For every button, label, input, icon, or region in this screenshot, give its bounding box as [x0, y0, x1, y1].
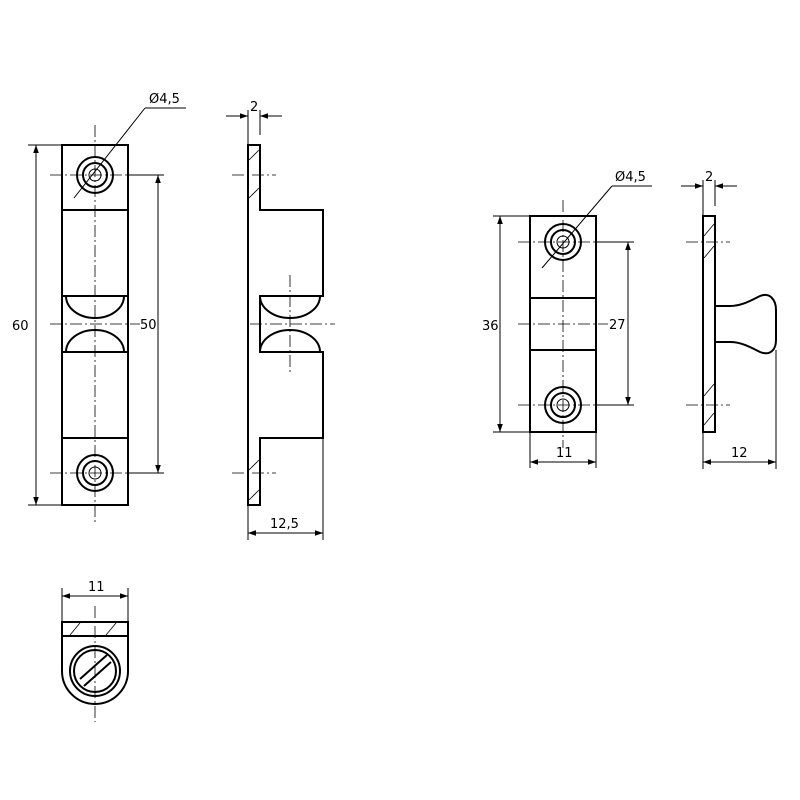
- small-length-label: 36: [482, 319, 499, 334]
- small-depth-dimension: 12: [702, 350, 777, 469]
- large-length-label: 60: [12, 319, 29, 334]
- large-hole-diameter-label: Ø4,5: [149, 92, 180, 107]
- large-hole-spacing-label: 50: [140, 318, 157, 333]
- large-plate-thickness-label: 2: [250, 100, 258, 115]
- small-plate-thickness-dimension: 2: [681, 170, 737, 216]
- large-hole-spacing-dimension: 50: [128, 174, 164, 474]
- small-length-dimension: 36: [482, 215, 530, 433]
- small-hole-spacing-dimension: 27: [596, 241, 634, 406]
- large-depth-label: 12,5: [270, 517, 299, 532]
- small-hole-diameter-callout: Ø4,5: [541, 170, 652, 269]
- large-width-label: 11: [88, 580, 105, 595]
- small-catch-side-view: [686, 215, 777, 433]
- small-hole-diameter-label: Ø4,5: [615, 170, 646, 185]
- large-hole-diameter-callout: Ø4,5: [73, 92, 186, 199]
- small-catch-front-view: [518, 200, 608, 448]
- large-plate-thickness-dimension: 2: [226, 100, 282, 145]
- small-hole-spacing-label: 27: [609, 318, 626, 333]
- large-length-dimension: 60: [12, 144, 62, 506]
- large-catch-front-view: [50, 125, 140, 525]
- large-catch-side-view: [232, 144, 335, 506]
- small-plate-thickness-label: 2: [705, 170, 713, 185]
- small-width-label: 11: [556, 446, 573, 461]
- large-depth-dimension: 12,5: [247, 438, 324, 540]
- large-width-dimension: 11: [61, 580, 129, 622]
- small-depth-label: 12: [731, 446, 748, 461]
- large-catch-end-view: [61, 606, 129, 722]
- small-width-dimension: 11: [529, 432, 597, 468]
